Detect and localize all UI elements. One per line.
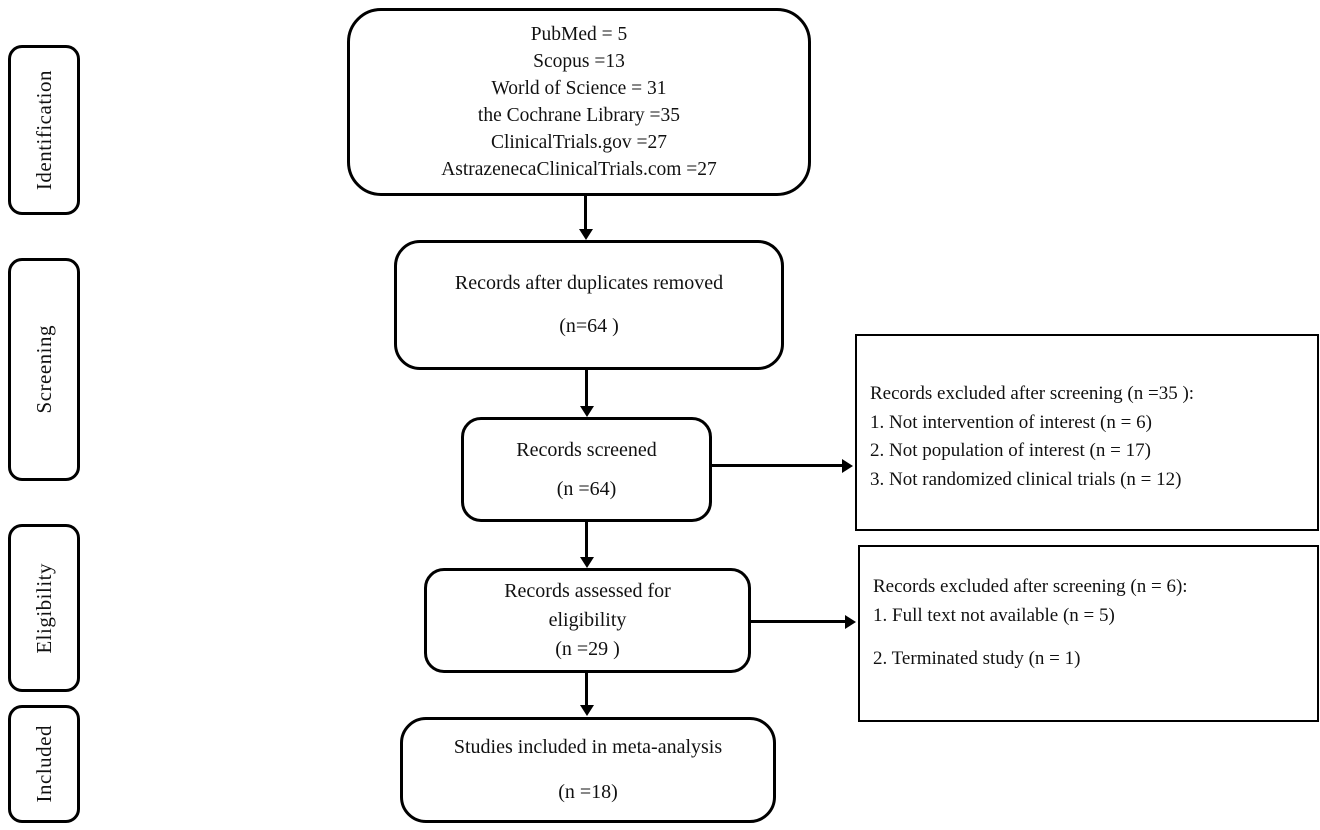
source-count-line: PubMed = 5	[530, 24, 628, 45]
box-title: eligibility	[548, 609, 627, 631]
sources-box: PubMed = 5 Scopus =13 World of Science =…	[347, 8, 811, 196]
box-title: Studies included in meta-analysis	[453, 736, 723, 758]
stage-label-eligibility: Eligibility	[31, 562, 56, 654]
stage-box-identification: Identification	[8, 45, 80, 215]
excluded-screening-box: Records excluded after screening (n =35 …	[855, 334, 1319, 531]
eligibility-assessed-box: Records assessed for eligibility (n =29 …	[424, 568, 751, 673]
included-studies-box: Studies included in meta-analysis (n =18…	[400, 717, 776, 823]
duplicates-removed-box: Records after duplicates removed (n=64 )	[394, 240, 784, 370]
arrow-duplicates-to-screened	[585, 370, 588, 406]
arrow-screened-to-excluded	[711, 464, 842, 467]
arrow-eligibility-to-excluded	[751, 620, 845, 623]
box-count: (n=64 )	[559, 315, 619, 337]
stage-box-included: Included	[8, 705, 80, 823]
stage-label-identification: Identification	[31, 69, 56, 191]
stage-label-included: Included	[31, 725, 56, 803]
stage-box-screening: Screening	[8, 258, 80, 481]
box-title: Records screened	[516, 438, 657, 461]
stage-label-screening: Screening	[31, 325, 56, 414]
arrow-sources-to-duplicates	[584, 196, 587, 229]
exclusion-reason: 1. Not intervention of interest (n = 6)	[870, 411, 1152, 433]
exclusion-heading: Records excluded after screening (n = 6)…	[873, 576, 1188, 597]
source-count-line: World of Science = 31	[491, 78, 667, 99]
source-count-line: ClinicalTrials.gov =27	[490, 132, 668, 153]
stage-box-eligibility: Eligibility	[8, 524, 80, 692]
excluded-eligibility-box: Records excluded after screening (n = 6)…	[858, 545, 1319, 722]
source-count-line: AstrazenecaClinicalTrials.com =27	[441, 159, 717, 180]
arrow-screened-to-eligibility	[585, 522, 588, 557]
box-title: Records assessed for	[504, 580, 671, 602]
exclusion-reason: 1. Full text not available (n = 5)	[873, 604, 1115, 626]
exclusion-reason: 3. Not randomized clinical trials (n = 1…	[870, 468, 1182, 490]
source-count-line: the Cochrane Library =35	[477, 105, 681, 126]
records-screened-box: Records screened (n =64)	[461, 417, 712, 522]
arrow-eligibility-to-included	[585, 673, 588, 705]
source-count-line: Scopus =13	[533, 51, 625, 72]
exclusion-heading: Records excluded after screening (n =35 …	[870, 383, 1195, 404]
exclusion-reason: 2. Terminated study (n = 1)	[873, 648, 1081, 669]
box-count: (n =29 )	[555, 638, 620, 660]
box-count: (n =64)	[556, 477, 617, 500]
box-count: (n =18)	[558, 781, 618, 803]
box-title: Records after duplicates removed	[454, 272, 724, 294]
exclusion-reason: 2. Not population of interest (n = 17)	[870, 440, 1151, 461]
